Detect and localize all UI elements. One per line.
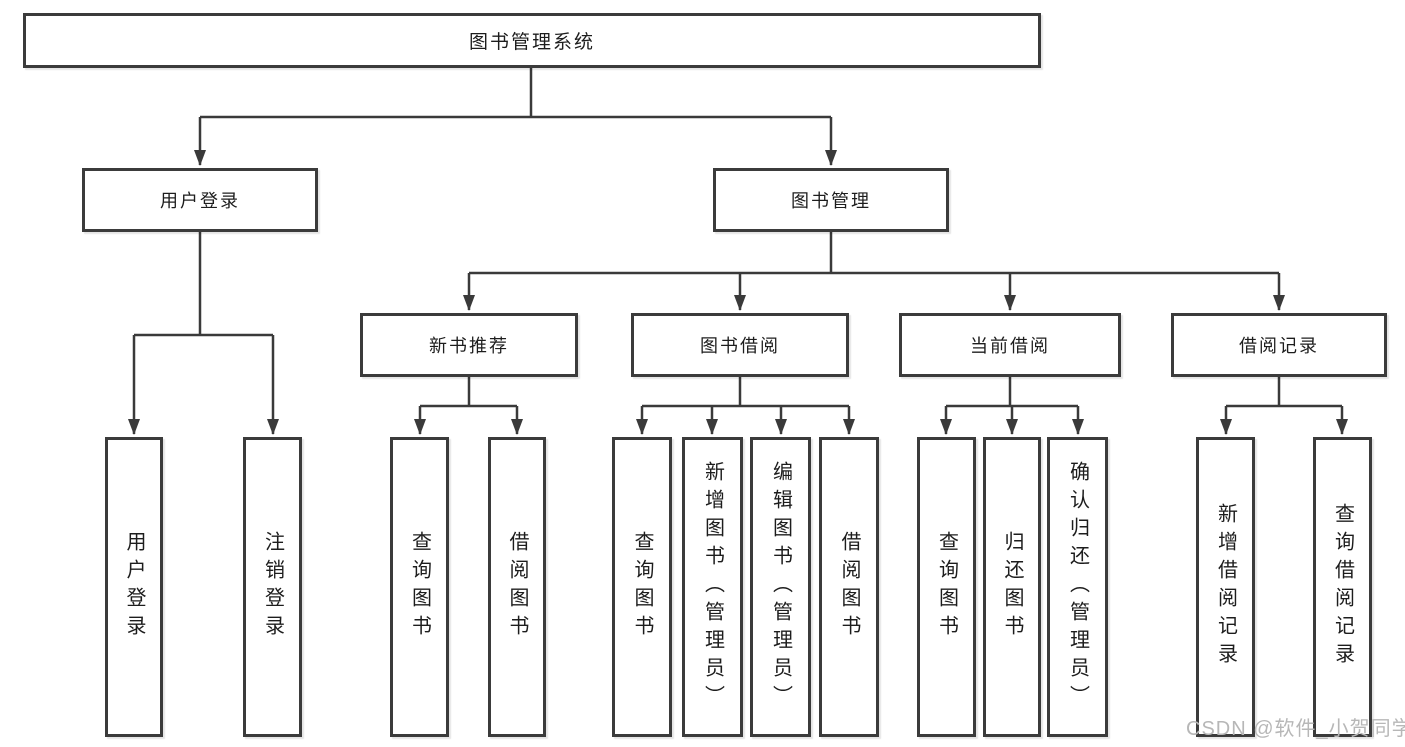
leaf-confirm-return-admin-label: 确认归还（管理员） bbox=[1066, 461, 1089, 713]
node-book-management-label: 图书管理 bbox=[791, 191, 871, 211]
node-borrowing-records: 借阅记录 bbox=[1171, 313, 1387, 377]
connector-book-borrowing-to-children bbox=[636, 377, 855, 435]
node-book-borrowing-label: 图书借阅 bbox=[700, 336, 780, 356]
leaf-logout: 注销登录 bbox=[243, 437, 302, 737]
leaf-query-books-current-label: 查询图书 bbox=[935, 531, 958, 643]
node-new-book-recommend: 新书推荐 bbox=[360, 313, 578, 377]
node-borrowing-records-label: 借阅记录 bbox=[1239, 336, 1319, 356]
leaf-add-books-admin: 新增图书（管理员） bbox=[682, 437, 743, 737]
leaf-add-borrow-record-label: 新增借阅记录 bbox=[1214, 503, 1237, 671]
leaf-confirm-return-admin: 确认归还（管理员） bbox=[1047, 437, 1108, 737]
leaf-borrow-books-borrowing-label: 借阅图书 bbox=[838, 531, 860, 643]
leaf-return-books-label: 归还图书 bbox=[1001, 531, 1023, 643]
leaf-query-books-current: 查询图书 bbox=[917, 437, 976, 737]
node-root: 图书管理系统 bbox=[23, 13, 1041, 68]
leaf-borrow-books-recommend-label: 借阅图书 bbox=[506, 531, 528, 643]
node-user-login-label: 用户登录 bbox=[160, 191, 240, 211]
connector-user-login-to-children bbox=[128, 232, 279, 435]
leaf-query-books-borrowing-label: 查询图书 bbox=[631, 531, 653, 643]
connector-book-management-to-level3 bbox=[463, 232, 1285, 311]
leaf-logout-label: 注销登录 bbox=[261, 531, 284, 643]
node-book-management: 图书管理 bbox=[713, 168, 949, 232]
node-current-borrowing: 当前借阅 bbox=[899, 313, 1121, 377]
leaf-add-books-admin-label: 新增图书（管理员） bbox=[701, 461, 724, 713]
node-new-book-recommend-label: 新书推荐 bbox=[429, 336, 509, 356]
leaf-borrow-books-borrowing: 借阅图书 bbox=[819, 437, 879, 737]
node-current-borrowing-label: 当前借阅 bbox=[970, 336, 1050, 356]
leaf-query-books-recommend-label: 查询图书 bbox=[408, 531, 431, 643]
leaf-return-books: 归还图书 bbox=[983, 437, 1041, 737]
leaf-edit-books-admin-label: 编辑图书（管理员） bbox=[769, 461, 792, 713]
leaf-query-books-recommend: 查询图书 bbox=[390, 437, 449, 737]
node-book-borrowing: 图书借阅 bbox=[631, 313, 849, 377]
node-root-label: 图书管理系统 bbox=[468, 32, 595, 53]
leaf-edit-books-admin: 编辑图书（管理员） bbox=[750, 437, 811, 737]
leaf-borrow-books-recommend: 借阅图书 bbox=[488, 437, 546, 737]
leaf-query-borrow-record: 查询借阅记录 bbox=[1313, 437, 1372, 737]
leaf-query-books-borrowing: 查询图书 bbox=[612, 437, 672, 737]
connector-root-to-level2 bbox=[194, 68, 837, 166]
node-user-login: 用户登录 bbox=[82, 168, 318, 232]
connector-current-borrowing-to-children bbox=[940, 377, 1084, 435]
leaf-add-borrow-record: 新增借阅记录 bbox=[1196, 437, 1255, 737]
connector-new-book-recommend-to-children bbox=[414, 377, 523, 435]
leaf-user-login: 用户登录 bbox=[105, 437, 163, 737]
leaf-query-borrow-record-label: 查询借阅记录 bbox=[1331, 503, 1354, 671]
connector-borrowing-records-to-children bbox=[1220, 377, 1348, 435]
leaf-user-login-label: 用户登录 bbox=[123, 531, 145, 643]
